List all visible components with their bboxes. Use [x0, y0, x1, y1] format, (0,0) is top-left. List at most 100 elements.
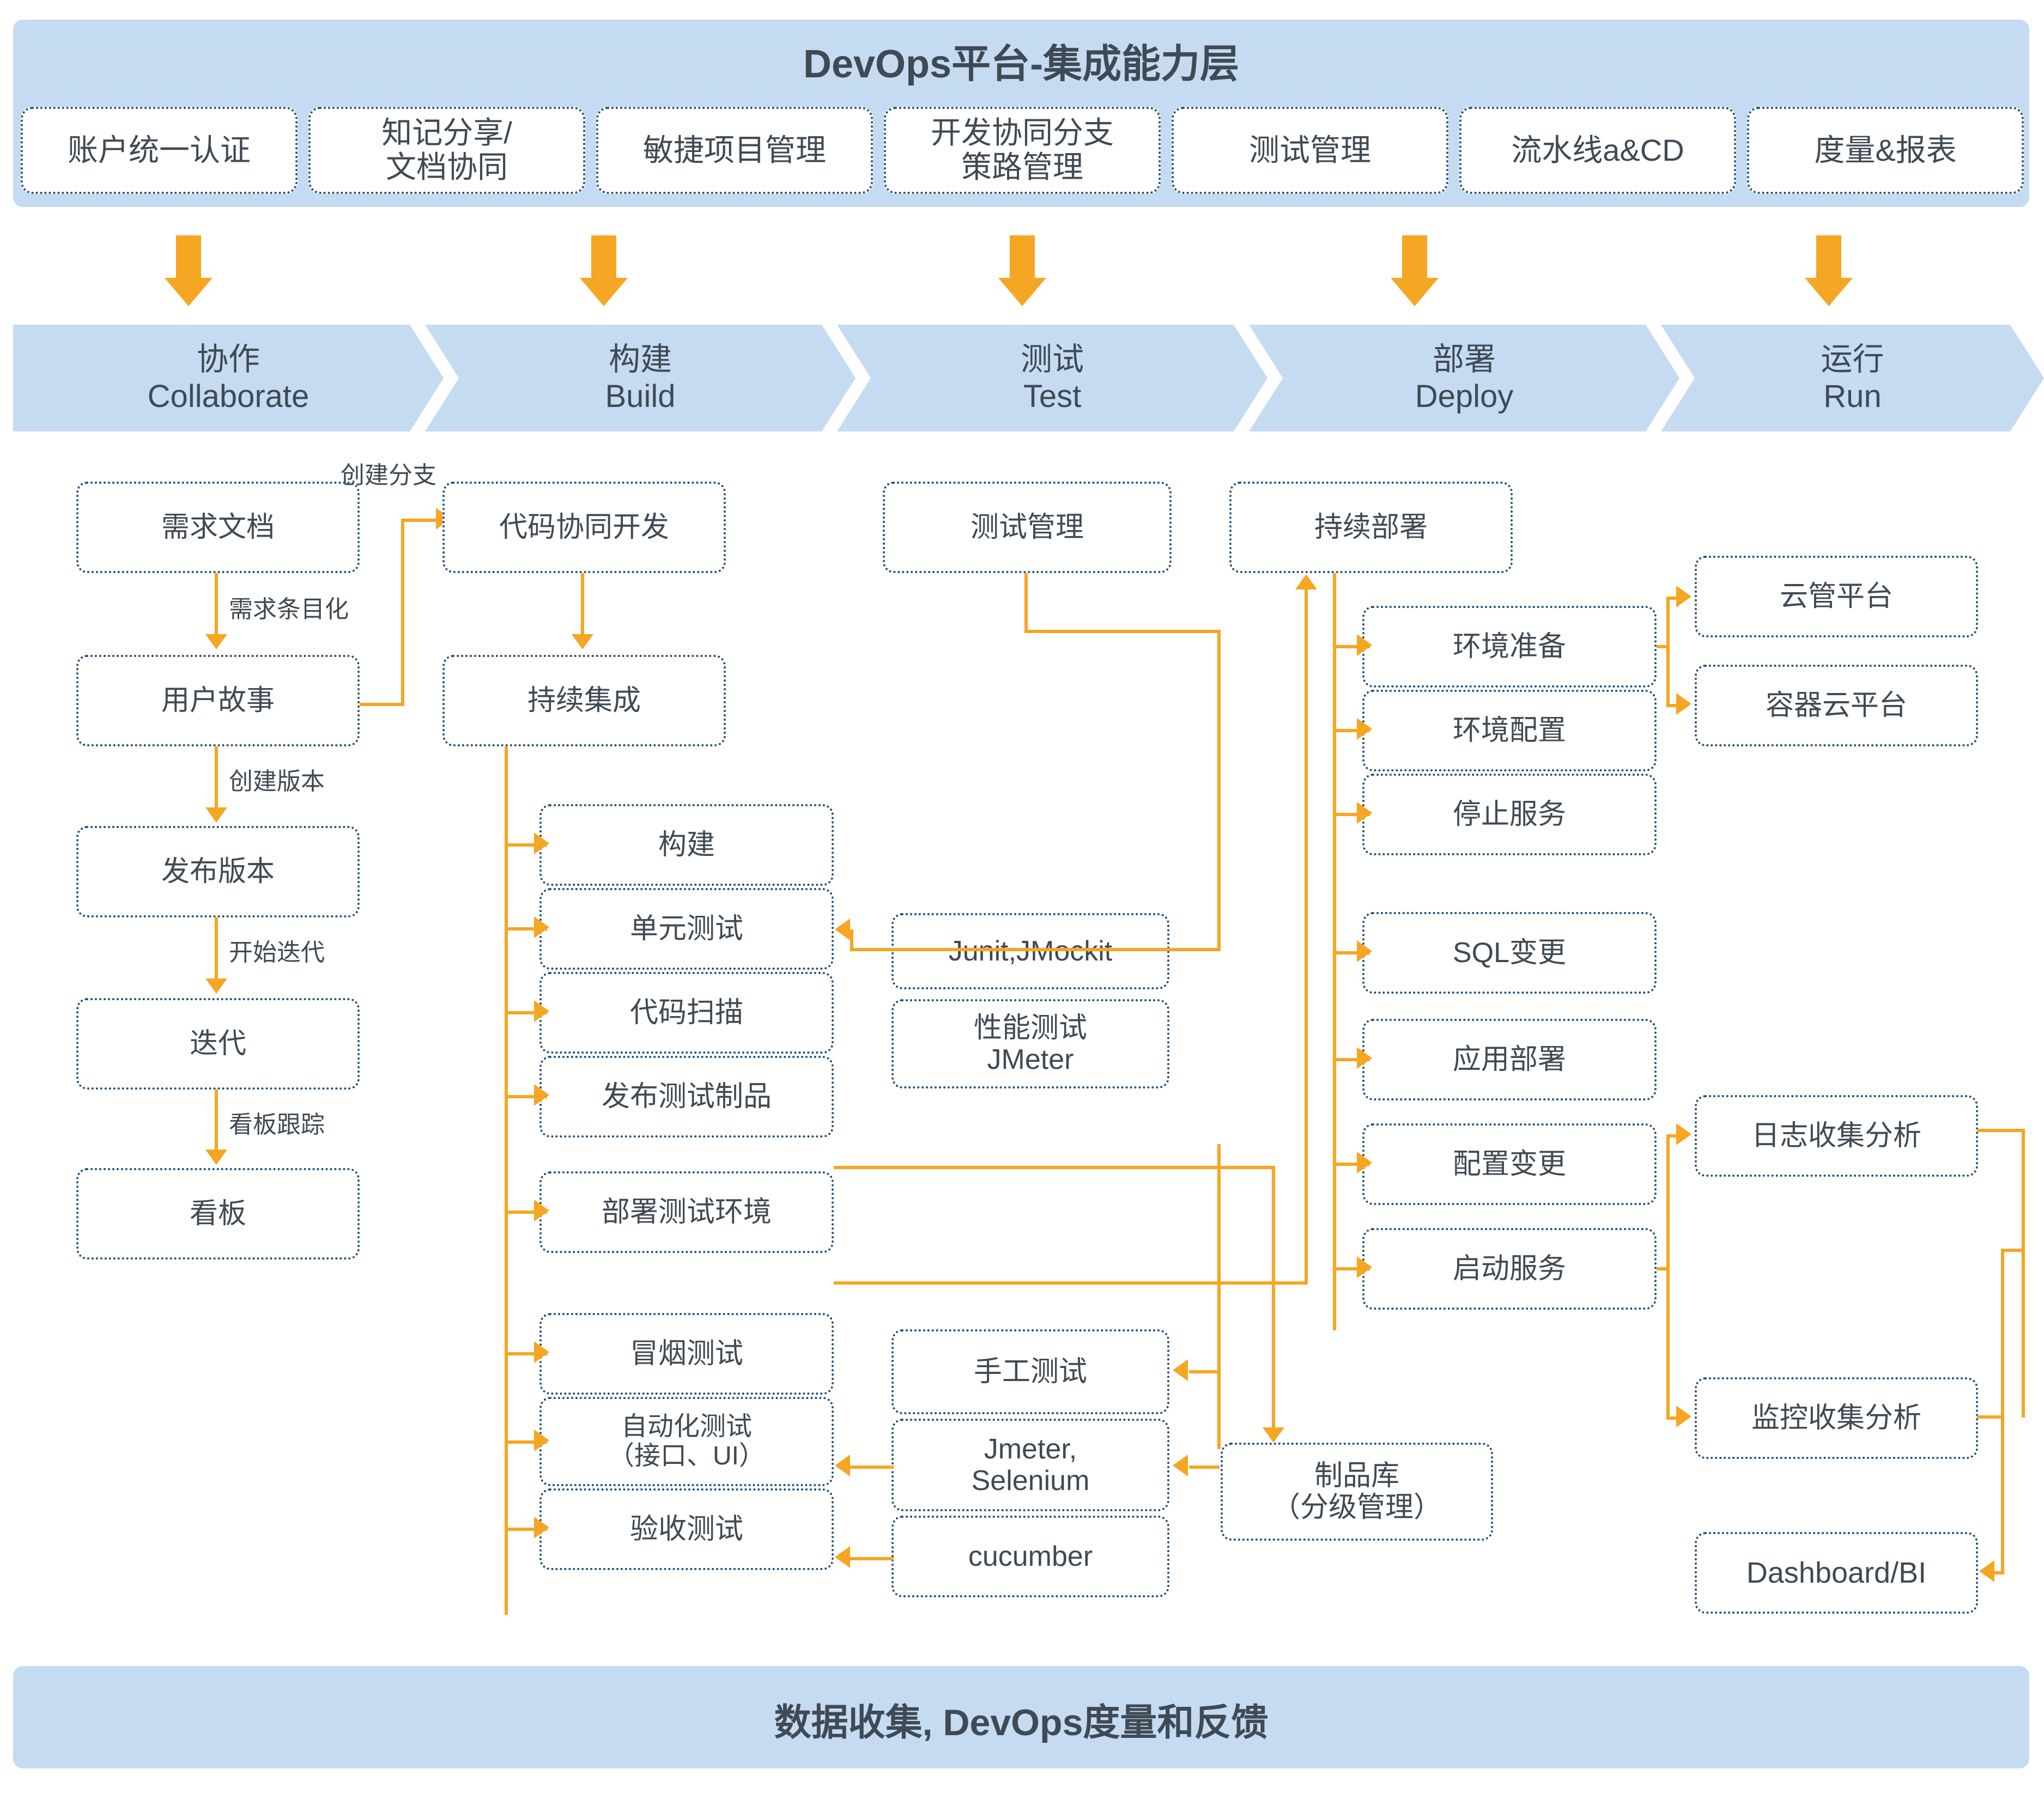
node-start-service[interactable]: 启动服务	[1362, 1228, 1657, 1310]
page-title: DevOps平台-集成能力层	[803, 42, 1240, 86]
capability-box-knowledge-doc[interactable]: 知记分享/ 文档协同	[308, 107, 585, 194]
arrowhead-to-artifact-repo	[1263, 1427, 1284, 1443]
arrowhead-ci-to-automation-test	[534, 1430, 549, 1451]
arrowhead-cd-to-app-deploy	[1357, 1047, 1372, 1069]
node-cucumber[interactable]: cucumber	[891, 1516, 1169, 1597]
node-monitor-collect-analysis[interactable]: 监控收集分析	[1695, 1377, 1978, 1459]
phase-chevron-build[interactable]: 构建 Build	[425, 325, 856, 431]
node-continuous-deployment[interactable]: 持续部署	[1229, 482, 1513, 573]
node-continuous-integration[interactable]: 持续集成	[442, 655, 726, 746]
node-cloud-mgmt-platform[interactable]: 云管平台	[1695, 556, 1978, 637]
down-arrow-run	[1804, 235, 1854, 306]
phase-chevron-test[interactable]: 测试 Test	[837, 325, 1267, 431]
capability-box-agile-project[interactable]: 敏捷项目管理	[596, 107, 873, 194]
arrowhead-cd-to-start-service	[1357, 1256, 1372, 1278]
connector-cd-to-stop-service	[1333, 813, 1370, 816]
node-log-collect-analysis[interactable]: 日志收集分析	[1695, 1095, 1978, 1177]
connector-merge-to-dashboard-top	[2001, 1249, 2025, 1252]
node-container-cloud-platform[interactable]: 容器云平台	[1695, 665, 1978, 746]
connector-log-v	[2022, 1129, 2025, 1418]
phase-label-cn: 测试	[1020, 341, 1084, 377]
phase-label-en: Test	[1023, 379, 1082, 414]
capability-box-metrics-report[interactable]: 度量&报表	[1747, 107, 2024, 194]
arrowhead-story-to-release	[205, 807, 227, 823]
capability-box-pipeline-cd[interactable]: 流水线a&CD	[1459, 107, 1736, 194]
phase-chevron-run[interactable]: 运行 Run	[1661, 325, 2044, 431]
connector-artifact-h	[834, 1166, 1275, 1169]
connector-junit-stub	[850, 948, 894, 951]
connector-startsvc-v	[1666, 1134, 1670, 1418]
node-ci-publish-artifact[interactable]: 发布测试制品	[539, 1056, 834, 1138]
node-ci-smoke-test[interactable]: 冒烟测试	[539, 1313, 834, 1395]
phase-chevron-deploy[interactable]: 部署 Deploy	[1249, 325, 1679, 431]
node-config-change[interactable]: 配置变更	[1362, 1123, 1657, 1205]
connector-cd-to-config-change	[1333, 1163, 1370, 1166]
node-iteration[interactable]: 迭代	[76, 998, 360, 1090]
node-env-config[interactable]: 环境配置	[1362, 690, 1657, 771]
connector-ci-spine	[505, 746, 508, 1615]
node-ci-code-scan[interactable]: 代码扫描	[539, 972, 834, 1054]
node-requirement-doc[interactable]: 需求文档	[76, 482, 360, 573]
data-collection-band	[13, 1666, 2029, 1768]
arrowhead-req-to-story	[205, 634, 227, 649]
phase-chevron-collaborate[interactable]: 协作 Collaborate	[13, 325, 444, 431]
node-dashboard-bi[interactable]: Dashboard/BI	[1695, 1532, 1978, 1614]
connector-ci-to-automation-test	[505, 1440, 547, 1444]
connector-to-jmeter-selenium	[1189, 1466, 1220, 1469]
connector-cd-to-app-deploy	[1333, 1058, 1370, 1061]
connector-cd-to-env-config	[1333, 729, 1370, 732]
node-code-collaborative-dev[interactable]: 代码协同开发	[442, 482, 726, 573]
arrowhead-to-cloud-platform	[1676, 586, 1691, 607]
arrowhead-to-continuous-deploy	[1295, 574, 1317, 589]
capability-box-test-management[interactable]: 测试管理	[1172, 107, 1448, 194]
arrowhead-cd-to-sql-change	[1357, 940, 1372, 962]
phase-label-cn: 运行	[1821, 341, 1884, 377]
connector-testmgmt-v1	[1024, 573, 1028, 633]
connector-testmgmt-h2	[850, 948, 1221, 951]
connector-ci-to-build	[505, 843, 547, 847]
node-ci-deploy-test-env[interactable]: 部署测试环境	[539, 1171, 834, 1253]
arrowhead-ci-to-deploy-test-env	[534, 1200, 549, 1221]
edge-label-requirement-itemization: 需求条目化	[229, 596, 349, 623]
arrowhead-to-monitor-analysis	[1676, 1406, 1691, 1427]
connector-dashboard-v	[2001, 1249, 2004, 1573]
node-performance-jmeter[interactable]: 性能测试 JMeter	[891, 999, 1169, 1089]
node-release-version[interactable]: 发布版本	[76, 826, 360, 917]
node-sql-change[interactable]: SQL变更	[1362, 912, 1657, 994]
node-ci-build[interactable]: 构建	[539, 804, 834, 886]
node-app-deploy[interactable]: 应用部署	[1362, 1019, 1657, 1100]
node-ci-automation-test[interactable]: 自动化测试 （接口、UI）	[539, 1397, 834, 1486]
node-junit-jmockit[interactable]: Junit,JMockit	[891, 913, 1169, 989]
arrowhead-ci-to-acceptance-test	[534, 1517, 549, 1539]
node-test-management[interactable]: 测试管理	[883, 482, 1172, 573]
node-manual-test[interactable]: 手工测试	[891, 1329, 1169, 1414]
node-ci-unit-test[interactable]: 单元测试	[539, 888, 834, 970]
node-kanban[interactable]: 看板	[76, 1168, 360, 1260]
connector-unit-test-stub	[850, 929, 853, 951]
arrowhead-ci-to-publish-artifact	[534, 1084, 549, 1106]
node-ci-acceptance-test[interactable]: 验收测试	[539, 1488, 834, 1570]
connector-selenium-to-automation	[850, 1466, 894, 1469]
arrowhead-cd-to-stop-service	[1357, 802, 1372, 824]
node-jmeter-selenium[interactable]: Jmeter, Selenium	[891, 1419, 1169, 1511]
phase-label-en: Run	[1823, 379, 1882, 414]
connector-iteration-to-kanban	[215, 1090, 218, 1150]
node-env-prepare[interactable]: 环境准备	[1362, 606, 1657, 688]
arrowhead-selenium-to-automation	[835, 1455, 850, 1476]
connector-ci-to-publish-artifact	[505, 1095, 547, 1098]
node-user-story[interactable]: 用户故事	[76, 655, 360, 746]
phase-label-en: Collaborate	[147, 379, 310, 414]
node-artifact-repository[interactable]: 制品库 （分级管理）	[1221, 1443, 1493, 1541]
connector-deploytestenv-v	[1305, 589, 1308, 1284]
capability-box-account-sso[interactable]: 账户统一认证	[21, 107, 298, 194]
arrowhead-iteration-to-kanban	[205, 1150, 227, 1165]
node-stop-service[interactable]: 停止服务	[1362, 774, 1657, 855]
connector-envprep-v	[1666, 597, 1670, 706]
down-arrow-deploy	[1390, 235, 1440, 306]
arrowhead-cd-to-env-config	[1357, 718, 1372, 740]
capability-box-branch-strategy[interactable]: 开发协同分支 策路管理	[884, 107, 1161, 194]
down-arrow-build	[579, 235, 629, 306]
connector-monitor-right	[1977, 1415, 2004, 1419]
arrowhead-release-to-iteration	[205, 978, 227, 994]
